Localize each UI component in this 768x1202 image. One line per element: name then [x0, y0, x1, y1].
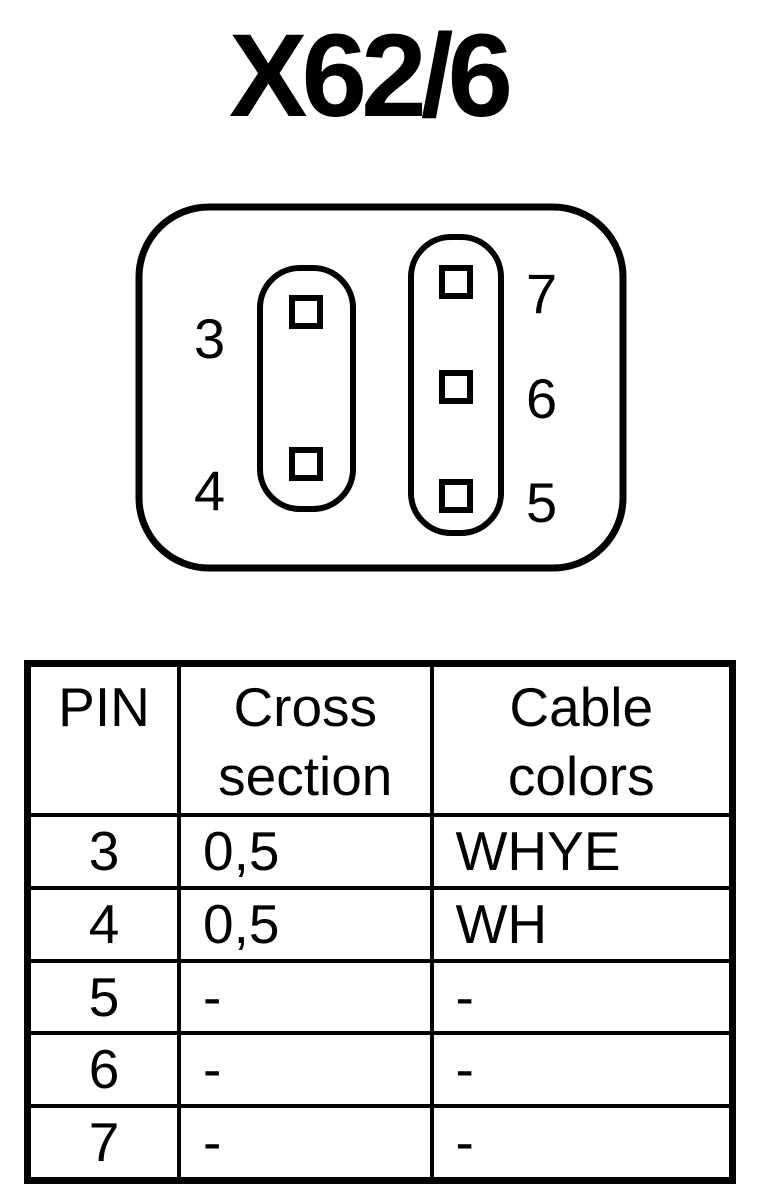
- table-row: 6 - -: [25, 1031, 735, 1108]
- pin-3-contact: [289, 295, 323, 329]
- pin-6-contact: [439, 370, 473, 404]
- pin-5-contact: [439, 479, 473, 513]
- table-row: 7 - -: [25, 1103, 735, 1183]
- connector-housing: [135, 203, 627, 572]
- pin-7-label: 7: [526, 262, 557, 325]
- pin-7-contact: [439, 265, 473, 299]
- pin-5-label: 5: [526, 471, 557, 534]
- pin-assignment-table: PIN Cross section Cable colors 3 0,5 WHY…: [24, 660, 736, 1184]
- pin-3-label: 3: [194, 307, 225, 370]
- table-row: 4 0,5 WH: [25, 885, 735, 963]
- pin-4-label: 4: [194, 459, 225, 522]
- pin-cell: 3: [25, 813, 181, 890]
- header-pin: PIN: [25, 661, 181, 817]
- table-row: 5 - -: [25, 958, 735, 1036]
- table-row: 3 0,5 WHYE: [25, 813, 735, 890]
- cross-section-cell: -: [177, 958, 434, 1036]
- cable-color-cell: -: [429, 1031, 735, 1108]
- cable-color-cell: WHYE: [429, 813, 735, 890]
- cable-color-cell: WH: [429, 885, 735, 963]
- header-cable-colors: Cable colors: [429, 661, 735, 817]
- table-header-row: PIN Cross section Cable colors: [25, 661, 735, 817]
- pin-cell: 5: [25, 958, 181, 1036]
- pin-cell: 6: [25, 1031, 181, 1108]
- pin-cell: 7: [25, 1103, 181, 1183]
- connector-title: X62/6: [228, 10, 513, 142]
- cross-section-cell: 0,5: [177, 885, 434, 963]
- pin-6-label: 6: [526, 367, 557, 430]
- cable-color-cell: -: [429, 958, 735, 1036]
- connector-diagram: 3 4 7 6 5: [135, 203, 627, 572]
- left-pin-group-outline: [257, 265, 356, 512]
- right-pin-group-outline: [408, 234, 504, 536]
- cross-section-cell: 0,5: [177, 813, 434, 890]
- header-cross-section: Cross section: [177, 661, 434, 817]
- pin-cell: 4: [25, 885, 181, 963]
- pin-4-contact: [289, 447, 323, 481]
- cross-section-cell: -: [177, 1103, 434, 1183]
- cross-section-cell: -: [177, 1031, 434, 1108]
- cable-color-cell: -: [429, 1103, 735, 1183]
